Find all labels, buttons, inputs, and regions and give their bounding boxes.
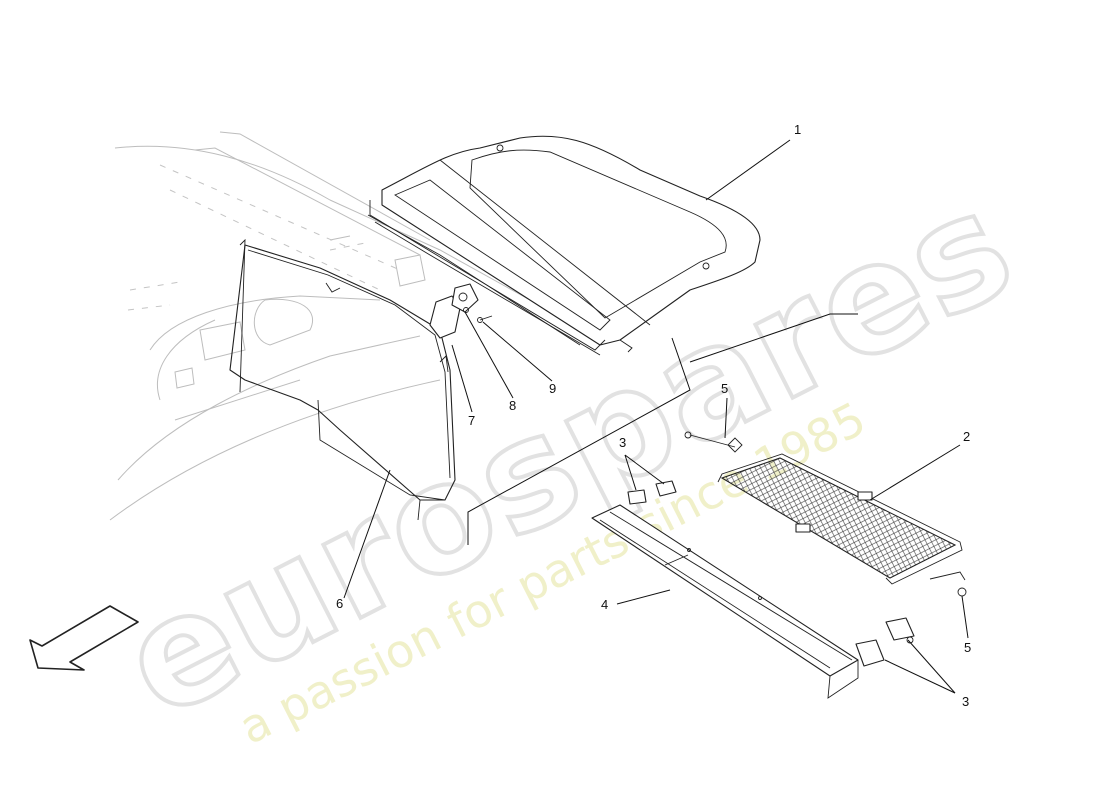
net-frame-part-6 bbox=[229, 238, 456, 521]
callout-8: 8 bbox=[509, 398, 516, 413]
callout-5-lower: 5 bbox=[964, 640, 971, 655]
group-frame-lines bbox=[467, 313, 858, 545]
callout-6: 6 bbox=[336, 596, 343, 611]
clip-parts-3 bbox=[627, 480, 915, 667]
callout-labels: 1 2 3 3 4 5 5 6 7 8 9 bbox=[336, 122, 971, 709]
parcel-shelf-part-1 bbox=[367, 135, 761, 356]
luggage-net-part-2 bbox=[684, 431, 967, 597]
roller-blind-part-4 bbox=[591, 504, 859, 699]
hinge-parts-7-8-9 bbox=[429, 283, 493, 339]
callout-3-lower: 3 bbox=[962, 694, 969, 709]
callout-7: 7 bbox=[468, 413, 475, 428]
callout-9: 9 bbox=[549, 381, 556, 396]
front-direction-arrow-icon bbox=[29, 605, 139, 671]
leader-lines bbox=[343, 139, 969, 694]
callout-1: 1 bbox=[794, 122, 801, 137]
vehicle-body-outline bbox=[109, 131, 531, 521]
callout-3-upper: 3 bbox=[619, 435, 626, 450]
callout-4: 4 bbox=[601, 597, 608, 612]
callout-5-upper: 5 bbox=[721, 381, 728, 396]
callout-2: 2 bbox=[963, 429, 970, 444]
